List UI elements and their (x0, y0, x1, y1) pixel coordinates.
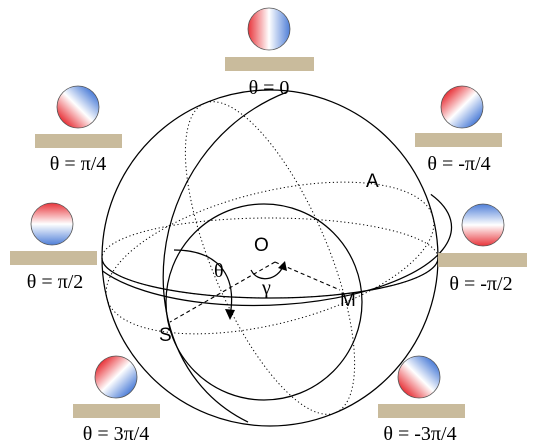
sphere-outline (101, 89, 439, 427)
state-plate (10, 251, 97, 265)
state-theta-minus-pi-2: θ = -π/2 (438, 203, 527, 295)
point-o-label: O (254, 235, 269, 256)
theta-arrowhead (225, 309, 235, 320)
equator-front (101, 257, 439, 299)
sphere (101, 89, 453, 427)
state-theta-pi-2: θ = π/2 (10, 202, 97, 293)
state-label: θ = -3π/4 (383, 423, 456, 443)
state-sphere-icon (461, 203, 505, 247)
state-plate (378, 404, 465, 418)
small-circle (165, 203, 363, 401)
state-theta-minus-pi-4: θ = -π/4 (415, 85, 502, 175)
state-plate (35, 134, 122, 148)
state-sphere-icon (440, 85, 484, 129)
point-m-label: M (340, 290, 356, 311)
state-label: θ = π/2 (27, 271, 84, 293)
state-plate (73, 404, 160, 418)
state-theta-minus-3pi-4: θ = -3π/4 (378, 355, 465, 443)
meridian-back-dotted (184, 101, 356, 415)
state-theta-3pi-4: θ = 3π/4 (73, 355, 160, 443)
state-plate (415, 133, 502, 147)
state-sphere-icon (56, 85, 100, 129)
tilted-circle-dotted (105, 181, 435, 335)
state-label: θ = -π/2 (449, 273, 512, 295)
state-sphere-icon (94, 355, 138, 399)
theta-label: θ (214, 260, 224, 282)
radius-om (274, 261, 341, 291)
point-s-label: S (159, 325, 172, 346)
state-label: θ = -π/4 (427, 153, 490, 175)
state-sphere-icon (397, 355, 441, 399)
state-plate (225, 57, 314, 71)
state-label: θ = 0 (249, 77, 290, 99)
state-label: θ = 3π/4 (83, 423, 150, 443)
gamma-arrowhead (278, 261, 287, 271)
radius-os (169, 261, 276, 323)
point-a-label: A (366, 171, 379, 192)
meridian-front (162, 91, 288, 423)
gamma-label: γ (261, 277, 271, 299)
state-sphere-icon (30, 202, 74, 246)
theta-arc (173, 249, 233, 317)
tilted-great-circle-front (101, 193, 453, 307)
state-theta-pi-4: θ = π/4 (35, 85, 122, 175)
state-theta-0: θ = 0 (225, 7, 314, 99)
state-sphere-icon (247, 7, 291, 51)
state-label: θ = π/4 (50, 153, 107, 175)
state-plate (438, 253, 527, 267)
gamma-arc (250, 265, 284, 280)
